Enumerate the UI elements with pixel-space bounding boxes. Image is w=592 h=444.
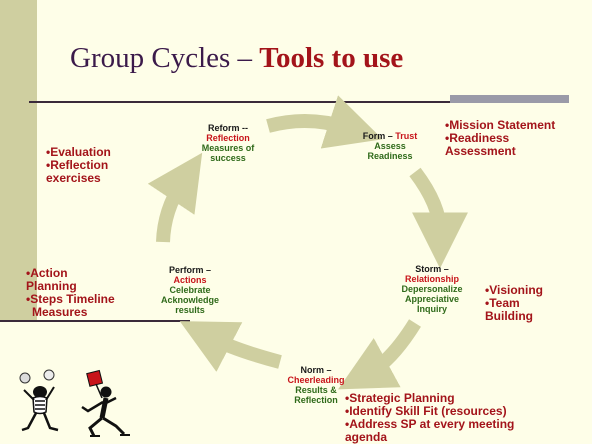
arrow-perform-to-reform — [147, 152, 203, 243]
node-perform-red: Actions — [173, 275, 207, 285]
tools-storm: •Visioning •Team Building — [485, 284, 543, 323]
tools-reform-item: •Reflection — [46, 158, 109, 172]
tools-norm-item: agenda — [345, 430, 388, 444]
slide-title: Group Cycles – Tools to use — [70, 42, 403, 75]
node-reform: Reform -- Reflection Measures of success — [192, 123, 264, 163]
node-perform-head: Perform – — [168, 265, 212, 275]
left-divider — [0, 320, 190, 322]
title-divider — [29, 101, 569, 103]
node-reform-head: Reform -- — [208, 123, 248, 133]
arrow-form-to-storm — [409, 167, 468, 269]
node-norm: Norm – Cheerleading Results & Reflection — [282, 365, 350, 405]
person-with-sign-clipart-icon — [81, 369, 130, 437]
tools-form: •Mission Statement •Readiness Assessment — [445, 119, 555, 158]
node-form: Form – Trust Assess Readiness — [350, 131, 430, 161]
tools-norm-item: •Address SP at every meeting — [345, 417, 515, 431]
tools-perform-item: •Steps Timeline — [26, 292, 115, 306]
node-norm-green: Results & Reflection — [294, 385, 338, 405]
node-norm-head: Norm – — [300, 365, 332, 375]
tools-reform-item: exercises — [46, 171, 101, 185]
tools-perform-item: Measures — [32, 305, 88, 319]
node-storm-head: Storm – — [415, 264, 449, 274]
tools-form-item: •Readiness — [445, 131, 510, 145]
node-form-red: Trust — [395, 131, 418, 141]
tools-form-item: Assessment — [445, 144, 516, 158]
divider-accent-bar — [450, 95, 569, 103]
tools-storm-item: •Team — [485, 296, 520, 310]
tools-form-item: •Mission Statement — [445, 118, 556, 132]
node-reform-red: Reflection — [206, 133, 250, 143]
tools-norm-item: •Strategic Planning — [345, 391, 455, 405]
node-norm-red: Cheerleading — [287, 375, 345, 385]
title-plain: Group Cycles – — [70, 42, 260, 74]
node-perform: Perform – Actions Celebrate Acknowledge … — [150, 265, 230, 315]
node-reform-green: Measures of success — [201, 143, 255, 163]
tools-perform-item: •Action — [26, 266, 68, 280]
left-accent-band — [0, 0, 37, 322]
tools-norm-item: •Identify Skill Fit (resources) — [345, 404, 507, 418]
node-storm: Storm – Relationship Depersonalize Appre… — [390, 264, 474, 314]
tools-storm-item: Building — [485, 309, 533, 323]
node-form-head: Form – — [362, 131, 396, 141]
node-perform-green: Celebrate Acknowledge results — [160, 285, 219, 315]
tools-reform-item: •Evaluation — [46, 145, 111, 159]
tools-norm: •Strategic Planning •Identify Skill Fit … — [345, 392, 514, 444]
title-bold: Tools to use — [259, 42, 404, 74]
arrow-storm-to-norm — [338, 319, 421, 390]
node-form-green: Assess Readiness — [367, 141, 413, 161]
tools-perform-item: Planning — [26, 279, 77, 293]
node-storm-red: Relationship — [404, 274, 459, 284]
juggler-clipart-icon — [19, 369, 59, 432]
node-storm-green: Depersonalize Appreciative Inquiry — [401, 284, 463, 314]
arrow-reform-to-form — [266, 95, 383, 149]
tools-storm-item: •Visioning — [485, 283, 543, 297]
arrow-norm-to-perform — [179, 321, 282, 372]
tools-perform: •Action Planning •Steps Timeline Measure… — [26, 267, 115, 319]
tools-reform: •Evaluation •Reflection exercises — [46, 146, 111, 185]
